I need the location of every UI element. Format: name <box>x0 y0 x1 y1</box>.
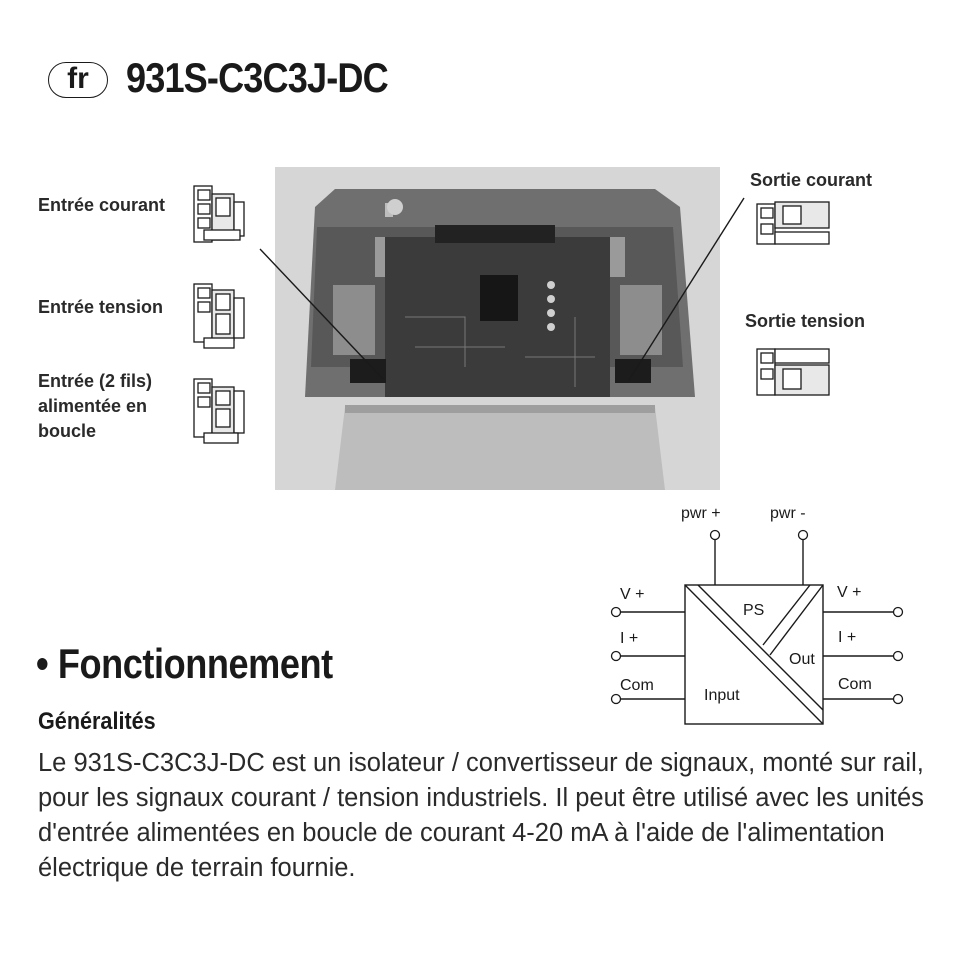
label-input-loop-line2: alimentée en <box>38 396 148 416</box>
jumper-output-current-icon <box>756 201 830 245</box>
diagram-pwr-minus: pwr - <box>770 505 806 522</box>
section-heading: • Fonctionnement <box>36 640 333 687</box>
section-body: Le 931S-C3C3J-DC est un isolateur / conv… <box>38 749 924 882</box>
diagram-right-i: I + <box>838 629 857 646</box>
diagram-left-com: Com <box>620 677 654 694</box>
label-input-voltage: Entrée tension <box>38 297 164 317</box>
jumper-output-voltage-icon <box>756 348 830 396</box>
label-input-loop-line3: boucle <box>38 421 97 441</box>
terminal-right-i <box>892 650 904 662</box>
jumper-input-voltage-icon <box>193 283 245 349</box>
block-diagram <box>610 529 904 725</box>
diagram-right-com: Com <box>838 676 872 693</box>
label-input-loop-line1: Entrée (2 fils) <box>38 371 153 391</box>
diagram-left-v: V + <box>620 586 645 603</box>
terminal-left-com <box>610 693 622 705</box>
page-title: 931S-C3C3J-DC <box>126 54 389 101</box>
language-code: fr <box>67 61 89 95</box>
product-photo <box>275 167 720 490</box>
jumper-input-current-icon <box>193 185 245 243</box>
language-badge: fr <box>48 62 108 98</box>
label-input-loop: Entrée (2 fils) alimentée en boucle <box>38 369 152 444</box>
terminal-right-com <box>892 693 904 705</box>
terminal-pwr-plus <box>709 529 721 541</box>
terminal-left-i <box>610 650 622 662</box>
terminal-pwr-minus <box>797 529 809 541</box>
diagram-left-i: I + <box>620 630 639 647</box>
diagram-input: Input <box>704 687 740 704</box>
label-output-voltage: Sortie tension <box>745 311 866 331</box>
section-subheading: Généralités <box>38 708 156 735</box>
diagram-pwr-plus: pwr + <box>681 505 721 522</box>
terminal-right-v <box>892 606 904 618</box>
label-output-current: Sortie courant <box>750 170 873 190</box>
diagram-right-v: V + <box>837 584 862 601</box>
terminal-left-v <box>610 606 622 618</box>
label-input-current: Entrée courant <box>38 195 166 215</box>
diagram-ps: PS <box>743 602 765 619</box>
jumper-input-loop-icon <box>193 378 245 444</box>
diagram-out: Out <box>789 651 815 668</box>
